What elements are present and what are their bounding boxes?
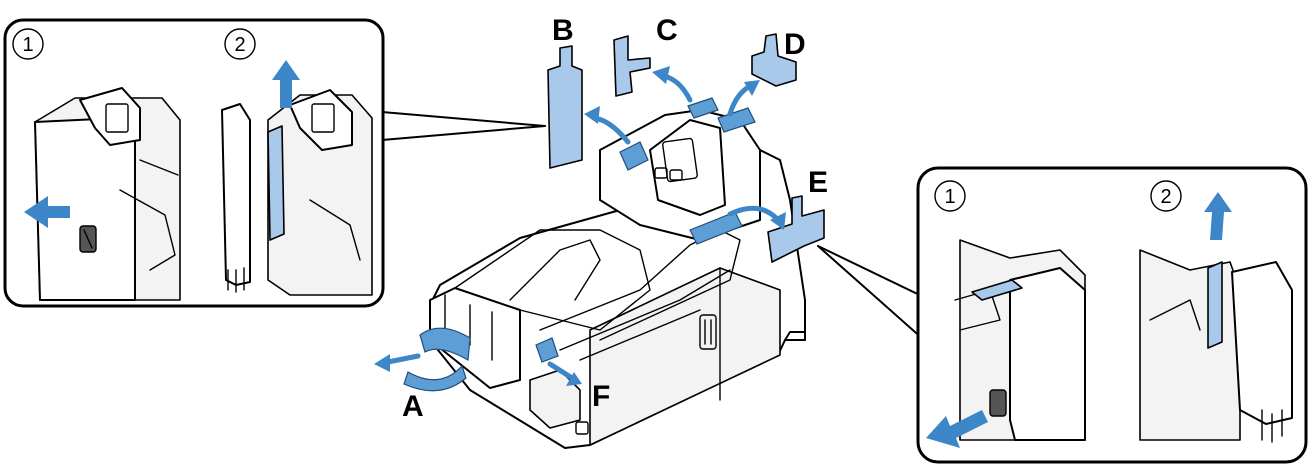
display-button — [654, 167, 668, 179]
printer-body-closeup — [1139, 249, 1241, 441]
packing-material-c — [613, 35, 651, 97]
display-screen — [662, 137, 698, 183]
edge-line — [139, 159, 179, 176]
packing-material-e-closeup — [971, 279, 1023, 301]
cover-tabs — [1261, 409, 1283, 443]
tape-f-on-printer — [535, 337, 559, 363]
display-button — [669, 169, 683, 181]
right-step-1: 1 — [926, 180, 1086, 448]
right-step-2: 2 — [1139, 180, 1293, 443]
label-c: C — [656, 14, 678, 47]
printer-display-closeup — [79, 87, 141, 146]
arrow-b-path — [591, 115, 631, 145]
step-number-circle — [1150, 180, 1182, 212]
label-e: E — [808, 166, 828, 199]
label-b: B — [552, 14, 574, 47]
arrow-down-left-icon — [926, 410, 988, 448]
printer-front-right-housing — [589, 267, 781, 446]
card-slot — [699, 314, 717, 350]
removed-side-cover — [1231, 261, 1293, 425]
arrow-up-icon — [272, 60, 300, 108]
tape-e-on-printer — [689, 211, 743, 245]
display-screen — [105, 103, 129, 133]
paper-path-inner — [509, 239, 601, 301]
arrow-left-icon — [24, 196, 70, 228]
release-lever — [989, 389, 1007, 417]
left-callout-line — [381, 111, 546, 127]
label-a: A — [402, 390, 424, 423]
cover-tabs — [227, 267, 245, 293]
arrow-c-icon — [652, 66, 670, 84]
left-callout-line — [381, 125, 546, 141]
left-inset: 1 2 — [3, 18, 546, 308]
step-number: 2 — [234, 34, 245, 56]
paper-path — [119, 189, 176, 271]
tape-a-on-printer — [419, 327, 471, 361]
paper-guide — [579, 309, 701, 361]
tape-a-loop — [403, 364, 467, 392]
arrow-a-path — [385, 353, 421, 365]
packing-material-e — [767, 195, 825, 263]
step-number: 1 — [22, 34, 33, 56]
step-number-circle — [934, 180, 966, 212]
arrow-f-path — [547, 361, 575, 381]
printer-display-unit — [649, 119, 726, 216]
printer-foot — [784, 331, 806, 341]
step-number: 2 — [1160, 186, 1171, 208]
arrow-e-path — [727, 205, 781, 223]
tape-c-on-printer — [687, 97, 719, 119]
lever-grip — [83, 229, 93, 249]
paper-path-upper — [454, 229, 651, 331]
left-step-1: 1 — [12, 28, 181, 301]
tape-d-on-printer — [717, 107, 756, 133]
paper-guide — [954, 289, 1001, 331]
arrow-c-path — [661, 73, 693, 103]
arrow-b-icon — [584, 106, 600, 124]
left-step-2: 2 — [221, 28, 373, 296]
packing-material-b — [547, 45, 583, 169]
step-number: 1 — [944, 186, 955, 208]
arrow-up-icon — [1204, 192, 1232, 240]
tape-b-on-printer — [619, 141, 649, 171]
right-inset: 1 2 — [817, 166, 1308, 464]
paper-guide — [559, 269, 731, 351]
right-callout-line — [817, 245, 931, 301]
right-callout-line — [817, 245, 925, 341]
printer-side-closeup — [1009, 267, 1086, 441]
paper-guide — [1149, 299, 1201, 331]
label-d: D — [784, 28, 806, 61]
display-screen — [311, 103, 335, 133]
paper-path — [309, 199, 361, 261]
arrow-a-icon — [374, 354, 390, 372]
arrow-f-icon — [566, 372, 582, 386]
step-number-circle — [224, 28, 256, 60]
packing-material-d — [751, 33, 797, 87]
step-number-circle — [12, 28, 44, 60]
removed-side-cover — [221, 103, 251, 286]
usb-port — [575, 421, 589, 435]
arrow-e-icon — [770, 212, 786, 230]
arrow-d-icon — [744, 80, 760, 96]
printer-display-closeup — [289, 89, 353, 151]
label-f: F — [592, 380, 610, 413]
packing-material-b-closeup — [267, 125, 285, 241]
tower-edge — [599, 149, 781, 201]
packing-material-e-closeup — [1207, 261, 1223, 349]
